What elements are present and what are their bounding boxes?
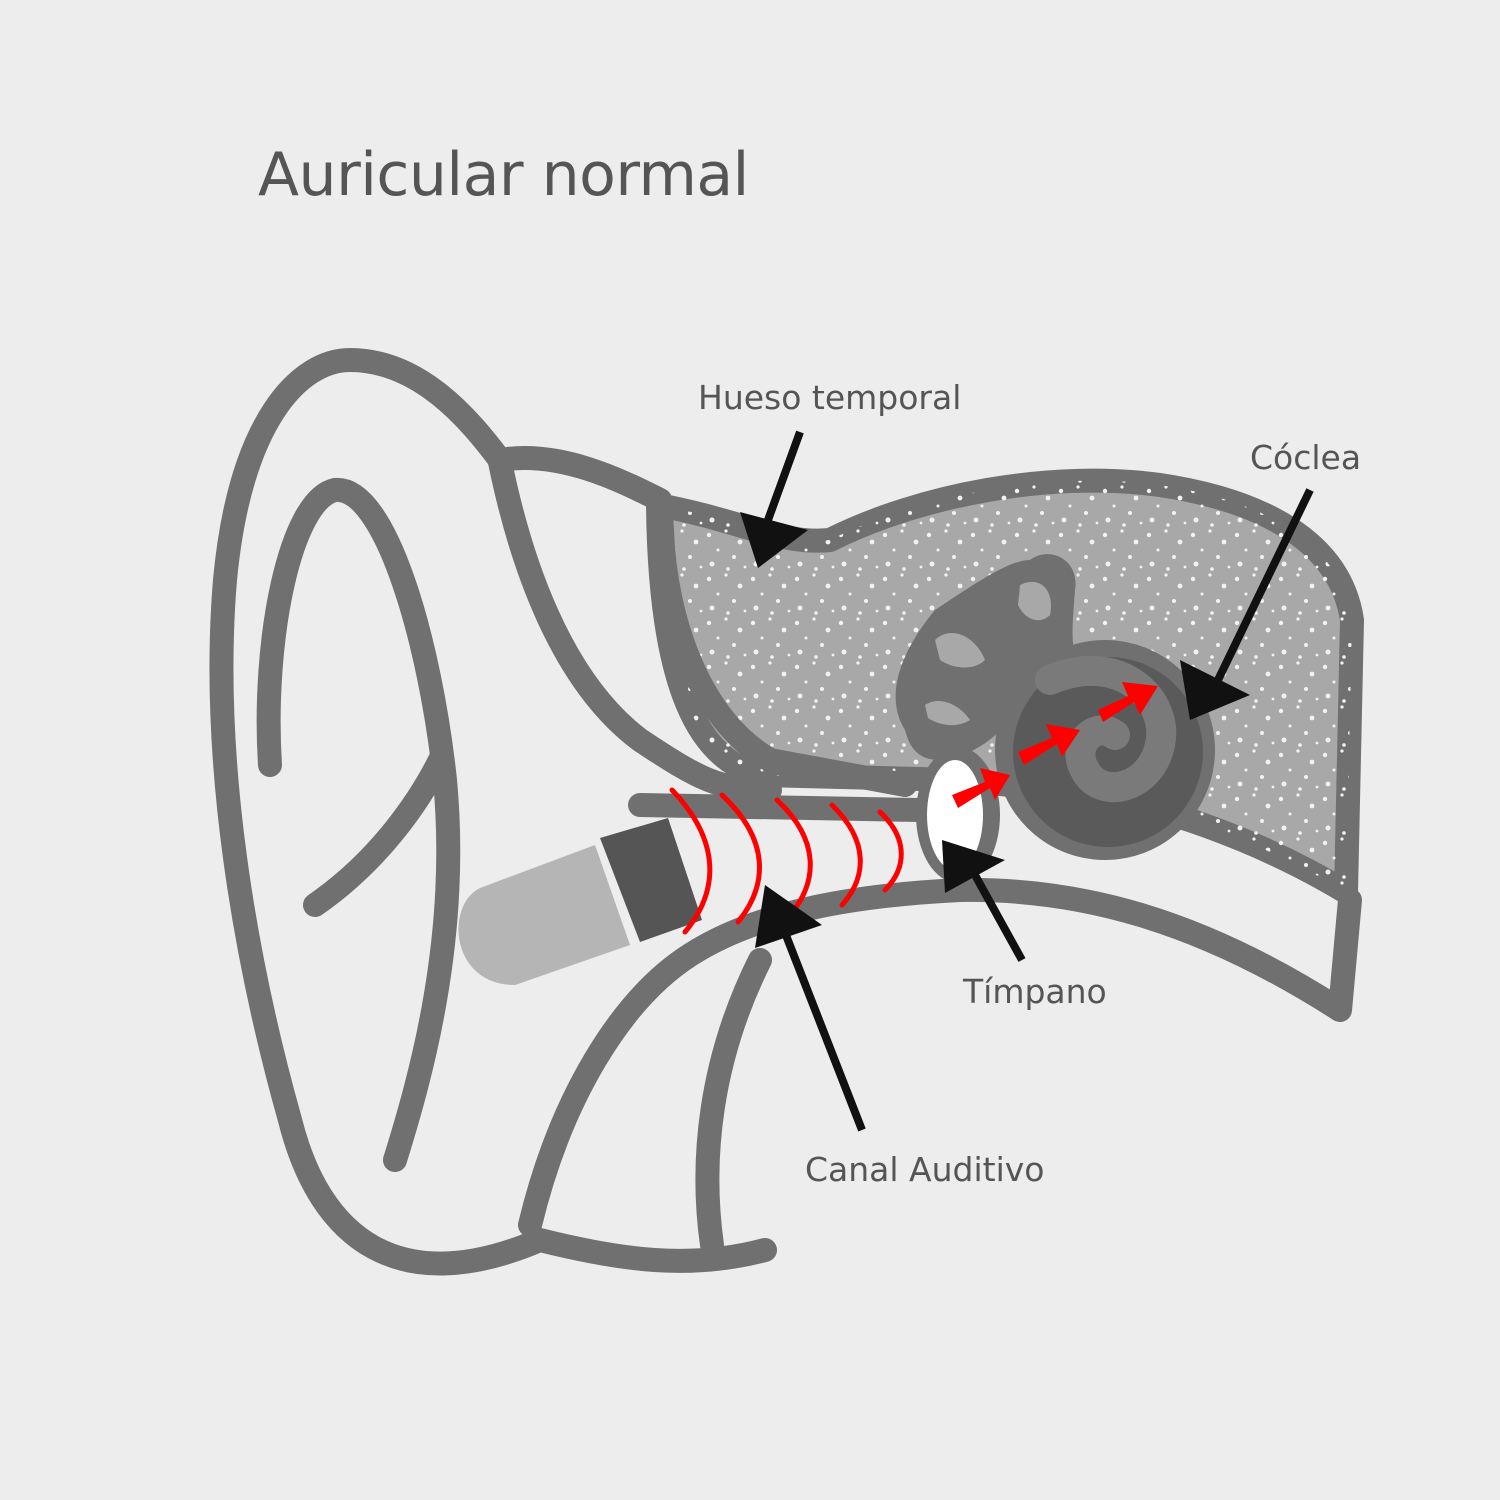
- ossicles: [895, 554, 1080, 760]
- pointer-cochlea: [1180, 488, 1314, 720]
- vibration-arrows: [952, 682, 1158, 808]
- label-eardrum: Tímpano: [963, 972, 1107, 1011]
- ear-canal-lower-curve: [695, 948, 772, 1257]
- outer-ear-inner-rim: [488, 450, 782, 802]
- helix-fold: [256, 478, 461, 1172]
- eardrum: [916, 747, 1000, 883]
- label-temporal-bone: Hueso temporal: [698, 378, 962, 417]
- pointer-eardrum: [942, 840, 1026, 962]
- label-pointers: [740, 430, 1314, 1132]
- antihelix-fold: [303, 748, 452, 917]
- cochlea: [995, 640, 1215, 860]
- diagram-title: Auricular normal: [258, 140, 749, 210]
- ear-canal-lower-wall: [518, 877, 1362, 1237]
- pointer-temporal-bone: [740, 430, 808, 568]
- label-ear-canal: Canal Auditivo: [805, 1150, 1045, 1189]
- label-cochlea: Cóclea: [1250, 438, 1362, 477]
- sound-waves: [669, 787, 904, 935]
- pointer-ear-canal: [755, 885, 866, 1132]
- outer-ear-outline: [209, 348, 917, 1276]
- earphone: [458, 818, 702, 985]
